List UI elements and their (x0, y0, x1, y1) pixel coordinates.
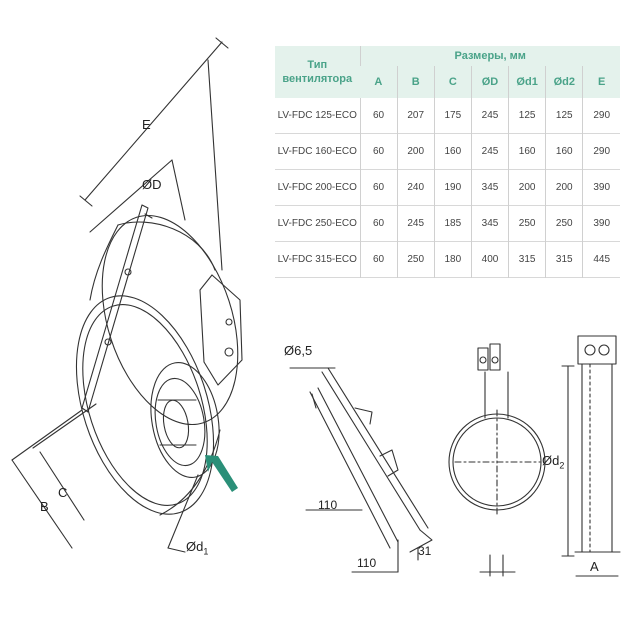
value-cell: 290 (582, 98, 620, 134)
value-cell: 250 (396, 241, 435, 278)
table-header-row: Тип вентилятора Размеры, мм (275, 46, 620, 98)
value-cell: 207 (396, 98, 435, 134)
value-cell: 60 (359, 169, 398, 206)
value-cell: 250 (545, 205, 583, 242)
value-cell: 160 (545, 133, 583, 170)
value-cell: 290 (582, 133, 620, 170)
value-cell: 60 (359, 241, 398, 278)
value-cell: 315 (508, 241, 546, 278)
fan-type-header: Тип вентилятора (275, 46, 360, 98)
model-cell: LV-FDC 125-ECO (277, 110, 357, 121)
value-cell: 160 (433, 133, 472, 170)
column-header: C (433, 66, 472, 98)
fan-isometric-view (11, 37, 243, 553)
value-cell: 445 (582, 241, 620, 278)
clamp-ring-view (448, 343, 546, 577)
value-cell: 200 (545, 169, 583, 206)
value-cell: 125 (508, 98, 546, 134)
dim-d2-subscript: 2 (559, 460, 565, 471)
column-header: ØD (470, 66, 509, 98)
dimensions-header: Размеры, мм (359, 46, 620, 66)
value-cell: 160 (508, 133, 546, 170)
value-cell: 185 (433, 205, 472, 242)
dim-B-label: B (40, 499, 49, 514)
model-cell: LV-FDC 250-ECO (277, 218, 357, 229)
dim-110-b-label: 110 (357, 556, 377, 570)
column-header: Ød1 (508, 66, 546, 98)
airflow-arrow (205, 455, 238, 492)
dim-E-label: E (142, 117, 151, 132)
column-header: B (396, 66, 435, 98)
dim-31-label: 31 (418, 544, 432, 558)
value-cell: 315 (545, 241, 583, 278)
value-cell: 125 (545, 98, 583, 134)
value-cell: 180 (433, 241, 472, 278)
clamp-side-view (561, 335, 621, 577)
value-cell: 200 (396, 133, 435, 170)
value-cell: 190 (433, 169, 472, 206)
value-cell: 400 (470, 241, 509, 278)
dim-110-a-label: 110 (318, 498, 338, 512)
value-cell: 390 (582, 169, 620, 206)
dim-D-label: ØD (142, 177, 162, 192)
value-cell: 345 (470, 169, 509, 206)
value-cell: 390 (582, 205, 620, 242)
dim-d1-subscript: 1 (203, 546, 209, 557)
dim-d1-label: Ød1 (186, 539, 209, 557)
value-cell: 200 (508, 169, 546, 206)
value-cell: 245 (396, 205, 435, 242)
dim-A-label: A (590, 559, 599, 574)
model-cell: LV-FDC 315-ECO (277, 254, 357, 265)
bracket-detail-view (289, 367, 433, 573)
hole-diameter-label: Ø6,5 (284, 343, 313, 358)
value-cell: 345 (470, 205, 509, 242)
value-cell: 60 (359, 98, 398, 134)
value-cell: 245 (470, 98, 509, 134)
value-cell: 60 (359, 133, 398, 170)
value-cell: 245 (470, 133, 509, 170)
model-cell: LV-FDC 200-ECO (277, 182, 357, 193)
value-cell: 175 (433, 98, 472, 134)
value-cell: 240 (396, 169, 435, 206)
dim-d2-label: Ød2 (542, 453, 565, 471)
column-header: Ød2 (545, 66, 583, 98)
column-header: E (582, 66, 620, 98)
value-cell: 60 (359, 205, 398, 242)
dim-C-label: C (58, 485, 68, 500)
column-header: A (360, 66, 398, 98)
value-cell: 250 (508, 205, 546, 242)
model-cell: LV-FDC 160-ECO (277, 146, 357, 157)
